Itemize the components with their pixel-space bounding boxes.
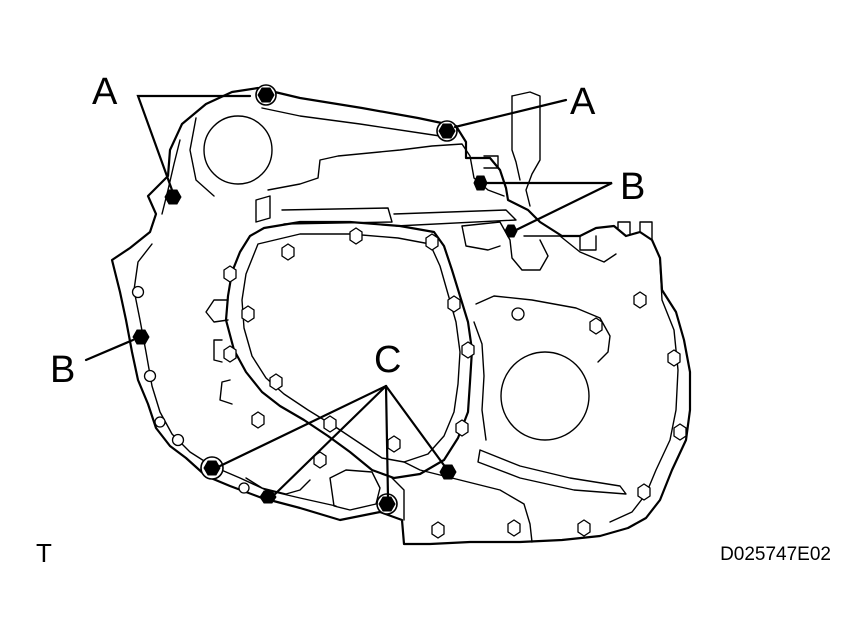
valve-body-cover [205,220,474,480]
leader-lines [84,94,613,500]
leader-b-right [485,181,613,233]
upper-mechanism-plate [255,143,617,271]
bolt-b-left [132,329,150,345]
leader-c-2 [270,384,388,499]
bolt-a-right [436,120,458,142]
bolt-b-upper [473,175,488,191]
callout-c: C [374,339,401,381]
leader-a-left [136,94,252,192]
callout-a-left: A [92,71,118,113]
bolt-a-left [164,189,182,205]
bolt-c-bottom [376,493,398,515]
bolt-a-upper-left [255,84,277,106]
leader-c-1 [218,384,388,468]
bolt-c-right [439,464,457,480]
leader-c-3 [384,384,390,500]
bolt-c-lower-left [259,490,277,504]
plain-bolt-holes [131,227,687,539]
leader-c-4 [384,384,448,470]
leader-b-left [84,338,135,362]
lower-right-bearing-area [473,295,627,495]
leader-a-right [453,98,568,129]
bolt-b-lever [504,224,518,238]
lower-linkage [245,461,533,543]
housing-outline [110,86,692,546]
callout-b-left: B [50,349,75,391]
bolt-c-left [200,456,224,480]
lower-bearing-bore [500,351,590,441]
callout-b-right: B [620,166,645,208]
view-indicator: T [36,538,52,568]
upper-bearing-bore [203,115,273,185]
callout-a-right: A [570,81,596,123]
figure-code: D025747E02 [720,544,831,565]
